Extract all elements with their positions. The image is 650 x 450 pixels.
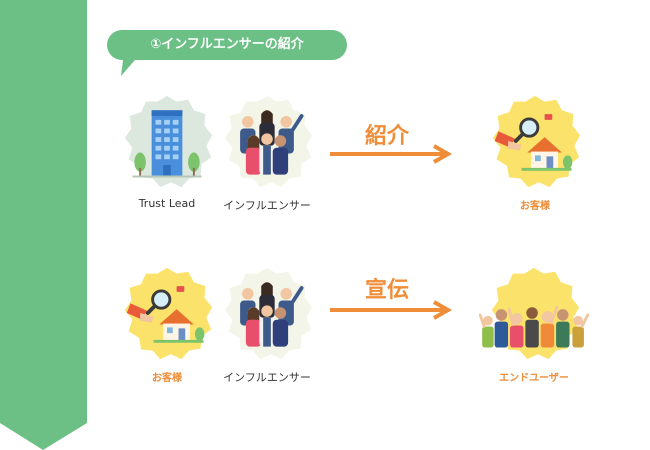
arrow-label-promote: 宣伝 (365, 278, 410, 303)
side-band (0, 0, 87, 450)
section-heading: ①インフルエンサーの紹介 (150, 37, 304, 52)
node-label: お客様 (520, 201, 550, 212)
customer-house-icon (124, 267, 213, 360)
node-label: インフルエンサー (223, 371, 311, 384)
customer-house-icon (492, 95, 581, 188)
node-influencer: インフルエンサー (217, 93, 317, 213)
node-label: お客様 (152, 373, 182, 384)
node-influencer: インフルエンサー (217, 265, 317, 385)
node-customer: お客様 (485, 93, 585, 212)
influencer-group-icon (224, 267, 313, 360)
node-customer: お客様 (117, 265, 217, 384)
heading-bubble (107, 30, 347, 76)
end-user-crowd-icon (478, 267, 590, 360)
node-label: インフルエンサー (223, 199, 311, 212)
arrow-right (330, 300, 453, 320)
arrow-right (330, 144, 453, 164)
node-label: Trust Lead (138, 197, 196, 210)
node-trust-lead: Trust Lead (117, 93, 217, 210)
node-label: エンドユーザー (499, 373, 569, 384)
node-end-user: エンドユーザー (472, 265, 596, 384)
arrow-label-introduce: 紹介 (365, 124, 410, 149)
office-building-icon (124, 95, 213, 188)
influencer-group-icon (224, 95, 313, 188)
